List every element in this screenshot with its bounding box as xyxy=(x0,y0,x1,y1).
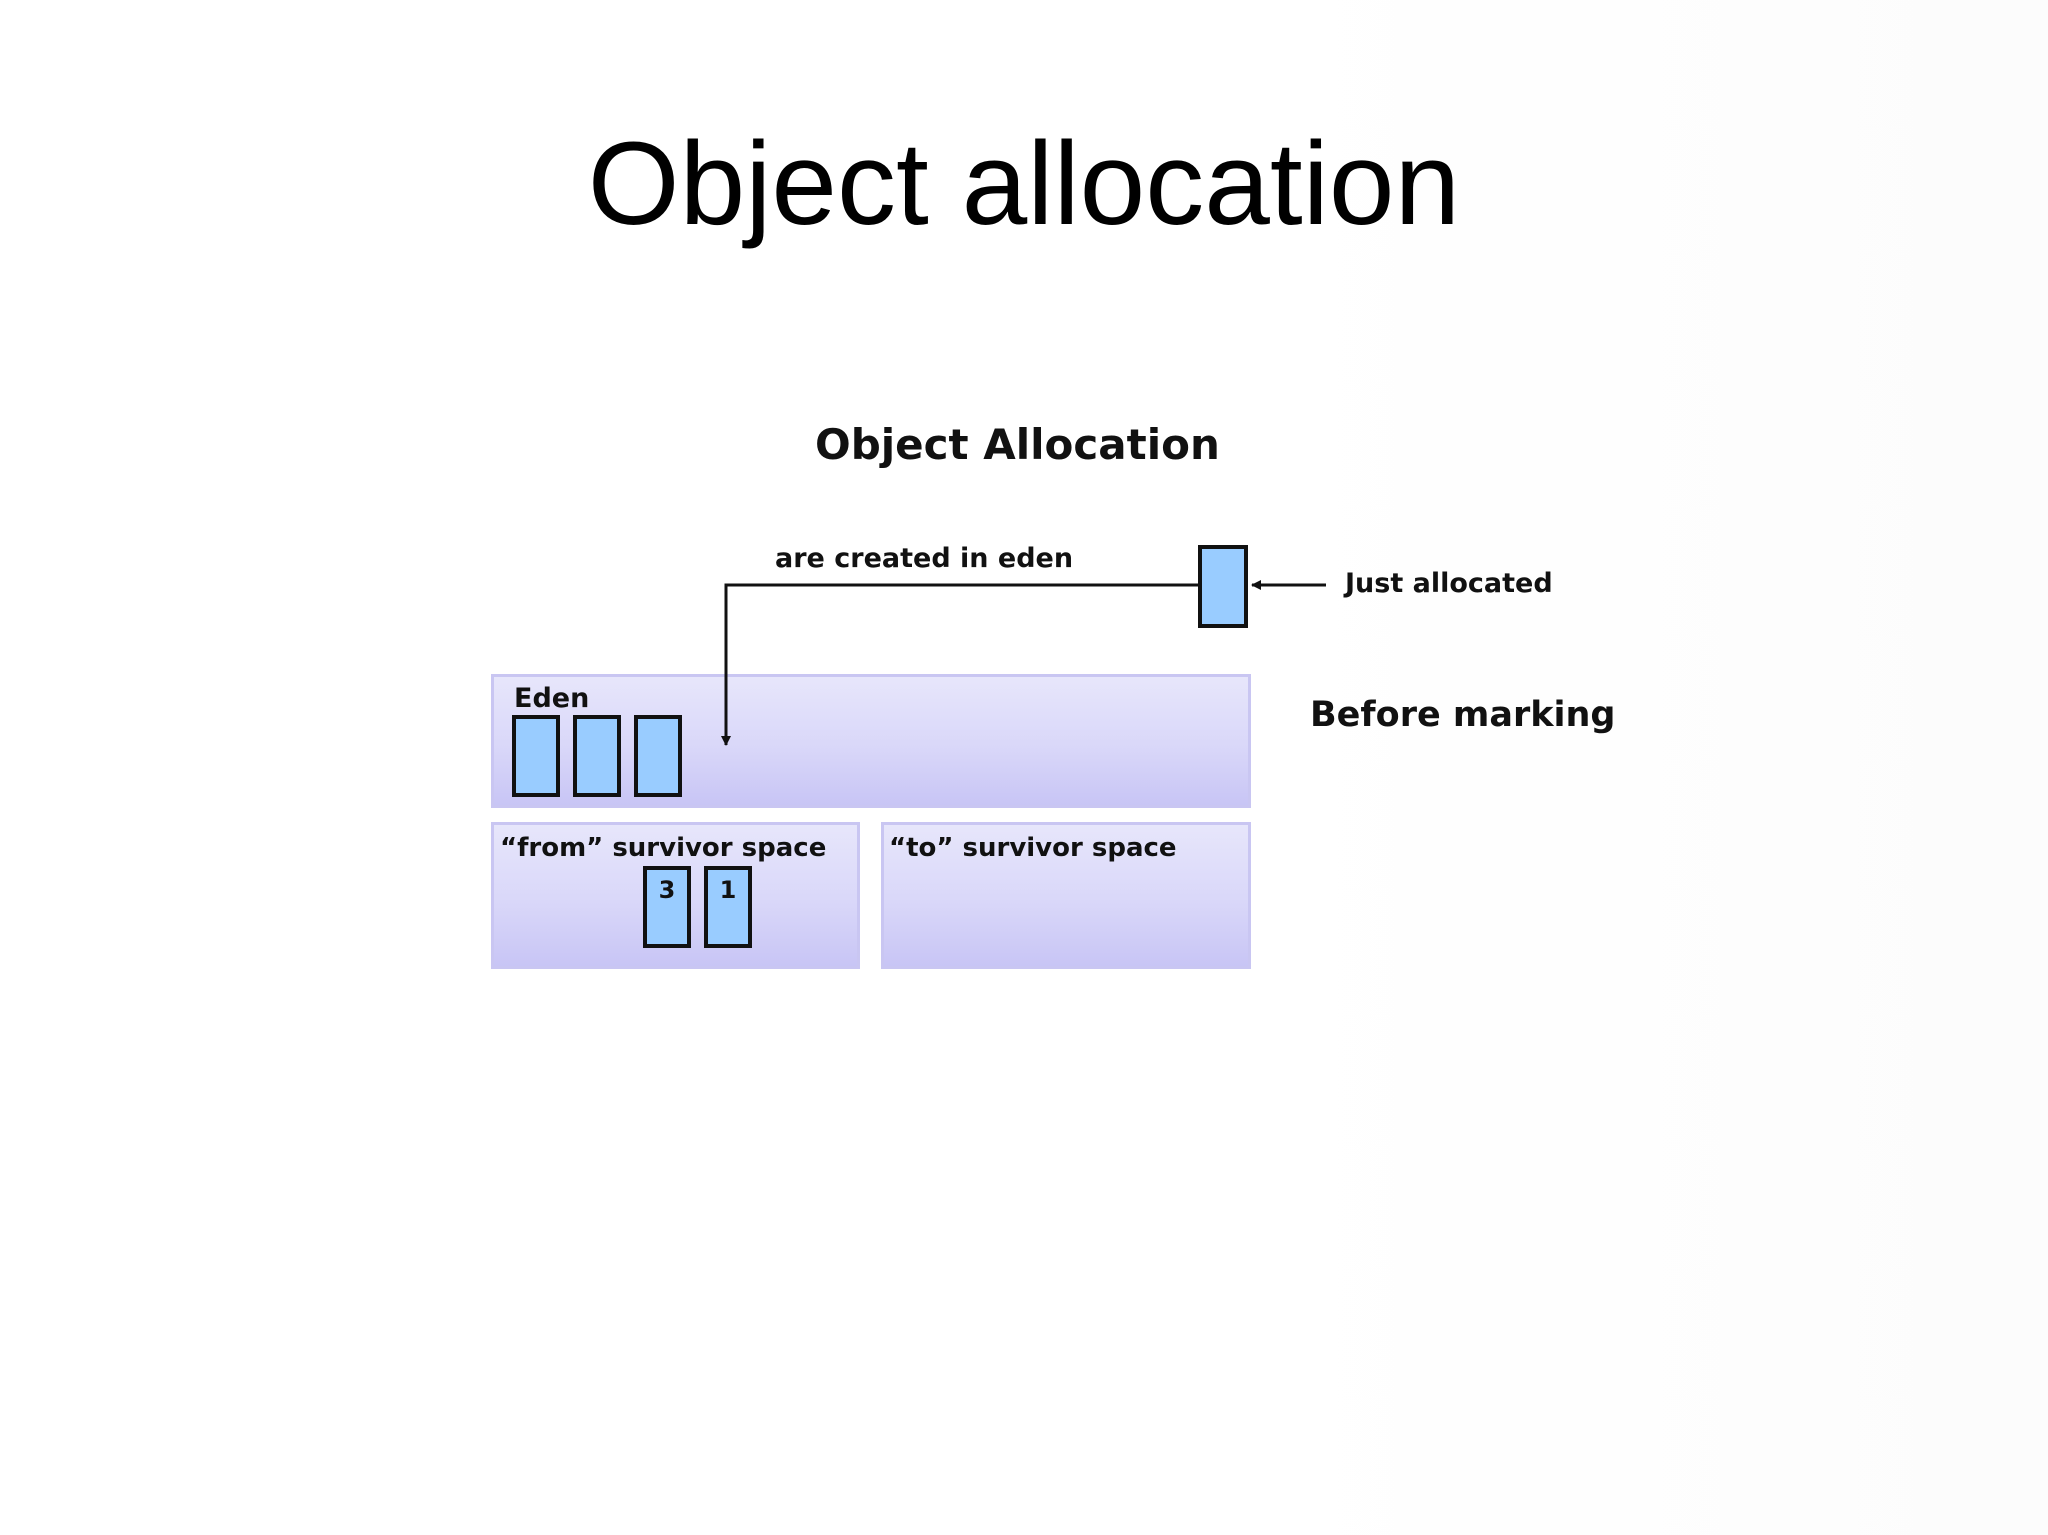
diagram-title: Object Allocation xyxy=(815,420,1220,469)
just-allocated-label: Just allocated xyxy=(1345,568,1553,599)
just-allocated-object xyxy=(1198,545,1248,628)
allocation-arrow xyxy=(721,583,1198,746)
from-survivor-space: “from” survivor space 3 1 xyxy=(491,822,860,969)
eden-object xyxy=(512,715,560,797)
object-age-label: 1 xyxy=(719,876,737,904)
object-age-label: 3 xyxy=(658,876,676,904)
to-survivor-space: “to” survivor space xyxy=(881,822,1251,969)
figure-background xyxy=(1270,0,2048,1535)
eden-label: Eden xyxy=(514,683,590,714)
slide-title: Object allocation xyxy=(587,118,1461,250)
to-space-label: “to” survivor space xyxy=(889,833,1177,863)
survivor-object: 3 xyxy=(643,866,691,948)
from-space-label: “from” survivor space xyxy=(500,833,827,863)
survivor-object: 1 xyxy=(704,866,752,948)
eden-object xyxy=(634,715,682,797)
eden-object xyxy=(573,715,621,797)
arrow-label: are created in eden xyxy=(775,543,1074,574)
state-label: Before marking xyxy=(1310,695,1616,735)
eden-space: Eden xyxy=(491,674,1251,808)
